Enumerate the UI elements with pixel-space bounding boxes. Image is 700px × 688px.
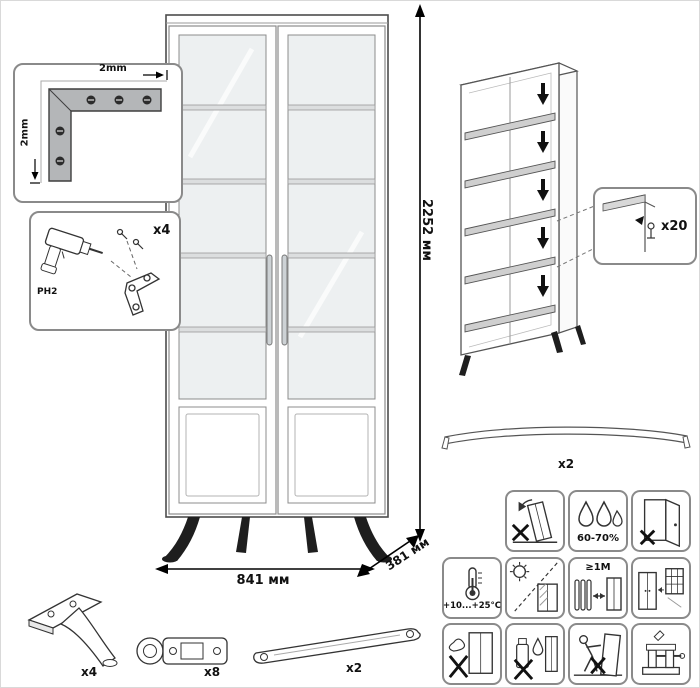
care-icon-no-pushing [568, 623, 628, 685]
strip-count-label: x2 [346, 661, 363, 675]
height-dimension-arrow [405, 3, 435, 549]
drill-count-label: x4 [153, 223, 171, 238]
distance-label: ≥1M [585, 561, 611, 573]
hinge-count-label: x8 [204, 665, 221, 679]
sun-shade-icon [509, 561, 558, 612]
diagonal-arrow-icon [357, 535, 419, 577]
drill-icon [40, 227, 161, 316]
no-wet-cleaning-icon [448, 632, 493, 679]
depth-dimension-arrow [353, 529, 423, 585]
care-icon-door-warning [631, 490, 691, 552]
no-pushing-icon [573, 633, 623, 677]
shelf-insert-arrows-icon [537, 83, 549, 297]
hinge-icon [136, 637, 228, 665]
thermometer-icon [465, 567, 482, 601]
cabinet-shelves-icon [459, 62, 598, 376]
cabinet-window-icon [638, 568, 684, 610]
leg-part-drawing [21, 584, 131, 678]
hinge-part-drawing [133, 629, 235, 677]
width-dimension-label: 841 мм [236, 573, 290, 588]
care-icon-no-liquids [505, 623, 565, 685]
handle-rail-drawing [437, 413, 695, 461]
rail-count-label: x2 [557, 457, 575, 471]
open-door-icon [639, 498, 680, 548]
water-drops-icon [578, 499, 623, 527]
care-icon-no-tilt [505, 490, 565, 552]
vertical-arrow-icon [415, 4, 425, 542]
care-icon-heat-distance: ≥1M [568, 557, 628, 619]
corner-bracket-icon [30, 70, 168, 184]
no-tilt-icon [511, 499, 558, 543]
main-cabinet-drawing [156, 7, 396, 567]
care-icon-sunlight [505, 557, 565, 619]
temperature-label: +10...+25°C [442, 601, 502, 612]
handle-strip-icon [253, 628, 421, 664]
care-icon-repair-tools [631, 623, 691, 685]
height-dimension-label: 2252 мм [419, 199, 434, 261]
radiator-distance-icon [574, 576, 622, 611]
leg-bracket-icon [124, 272, 161, 316]
cabinet-front-icon [162, 14, 392, 563]
corner-top-gap-label: 2mm [99, 63, 127, 74]
rail-icon [441, 426, 691, 450]
no-liquids-icon [513, 636, 558, 681]
leg-count-label: x4 [81, 665, 98, 679]
bit-size-label: PH2 [37, 287, 58, 297]
leg-part-icon [27, 593, 118, 667]
vise-tool-icon [642, 630, 686, 675]
drill-detail-box: x4 PH2 [29, 211, 181, 331]
shelf-pin-icon [602, 194, 656, 252]
care-icon-humidity: 60-70% [568, 490, 628, 552]
shelf-assembly-drawing [439, 41, 599, 383]
strip-part-drawing [244, 619, 436, 671]
shelf-pin-callout: x20 [593, 187, 697, 265]
care-icon-temperature: +10...+25°C [442, 557, 502, 619]
care-icon-no-wet-cleaning [442, 623, 502, 685]
humidity-label: 60-70% [576, 532, 619, 544]
care-icon-window [631, 557, 691, 619]
pin-count-label: x20 [661, 218, 688, 234]
corner-gap-detail-box: 2mm 2mm [13, 63, 183, 203]
corner-side-gap-label: 2mm [19, 118, 31, 147]
